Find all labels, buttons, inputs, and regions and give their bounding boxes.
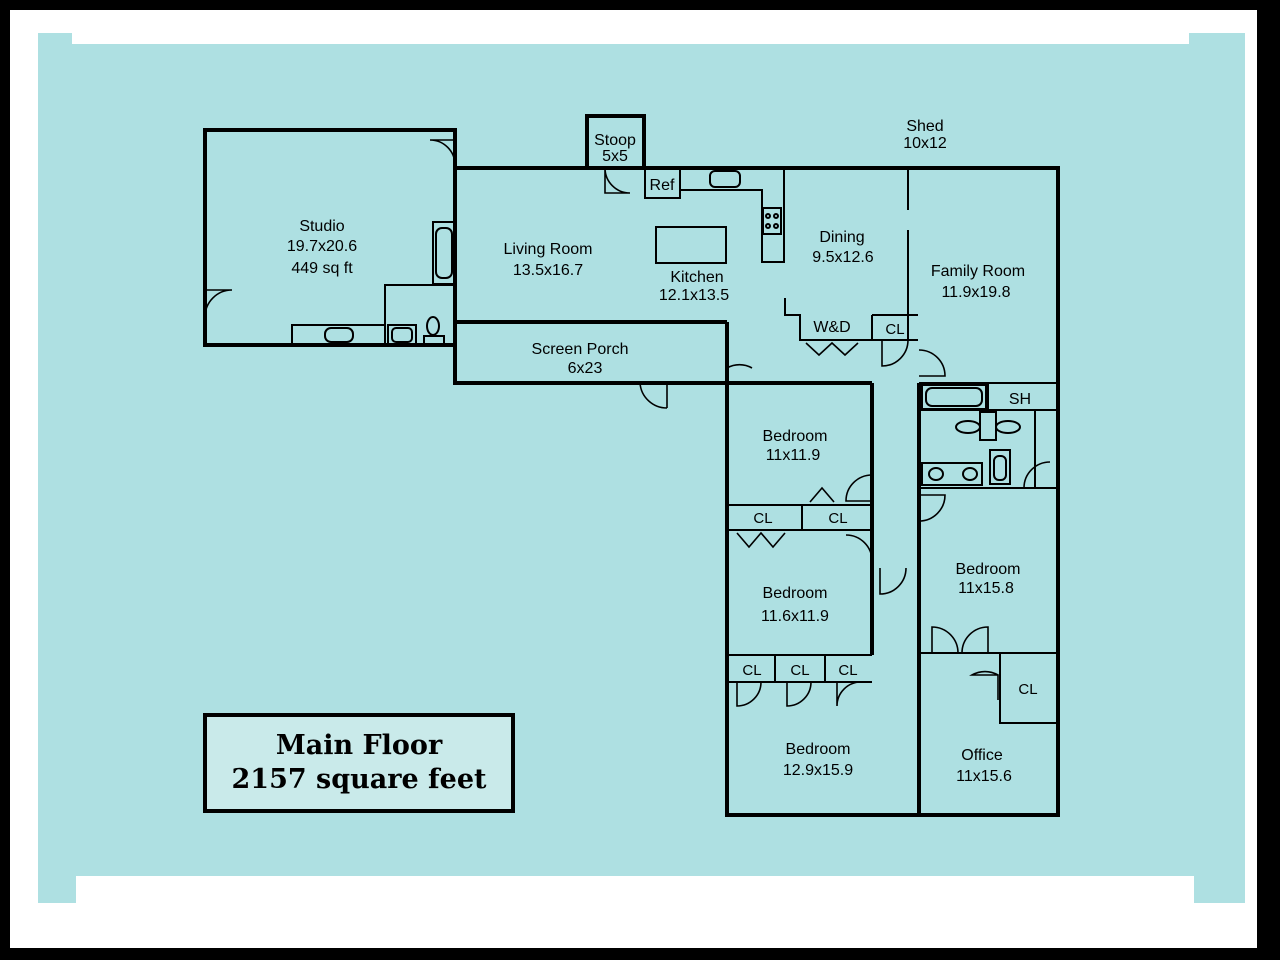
studio-size: 19.7x20.6 [287,238,357,255]
closet-b1-left: CL [753,510,772,527]
bedroom3-size: 12.9x15.9 [783,762,853,779]
studio-door-1 [429,139,456,166]
shed-size: 10x12 [903,135,947,152]
kitchen-fixtures [644,167,785,264]
office-name: Office [961,747,1003,764]
studio-door-2 [204,289,233,318]
sh-label: SH [1009,391,1031,408]
main-walls [453,166,1060,817]
family-name: Family Room [931,263,1025,280]
closet-b3-3: CL [838,662,857,679]
ref-label: Ref [650,177,675,194]
family-size: 11.9x19.8 [941,284,1010,301]
studio-bath-fixtures [291,221,456,346]
office-size: 11x15.6 [956,768,1012,785]
closet-office: CL [1018,681,1037,698]
porch-name: Screen Porch [532,341,629,358]
living-name: Living Room [504,241,593,258]
shed-name: Shed [906,118,943,135]
kitchen-size: 12.1x13.5 [659,287,729,304]
closet-b1-right: CL [828,510,847,527]
bedroom4-name: Bedroom [956,561,1021,578]
living-size: 13.5x16.7 [513,262,583,279]
top-notch [72,33,1189,44]
bedroom2-size: 11.6x11.9 [761,608,829,625]
closet-family: CL [885,321,904,338]
stoop-door [604,167,631,194]
kitchen-name: Kitchen [670,269,723,286]
bath-fixtures [921,384,1021,486]
dining-size: 9.5x12.6 [812,249,873,266]
bottom-notch [76,876,1194,903]
bedroom4-size: 11x15.8 [958,580,1014,597]
closet-b3-2: CL [790,662,809,679]
interior-doors [639,339,1051,707]
bedroom3-name: Bedroom [786,741,851,758]
dining-name: Dining [819,229,864,246]
studio-name: Studio [299,218,344,235]
bedroom2-name: Bedroom [763,585,828,602]
title-line-1: Main Floor [275,730,443,761]
porch-size: 6x23 [568,360,603,377]
stoop-name: Stoop [594,132,636,149]
title-box: Main Floor 2157 square feet [203,713,515,813]
stoop-size: 5x5 [602,148,628,165]
studio-area: 449 sq ft [291,260,353,277]
closet-b3-1: CL [742,662,761,679]
title-line-2: 2157 square feet [231,764,487,795]
wd-label: W&D [813,319,850,336]
bedroom1-name: Bedroom [763,428,828,445]
bedroom1-size: 11x11.9 [766,447,821,464]
